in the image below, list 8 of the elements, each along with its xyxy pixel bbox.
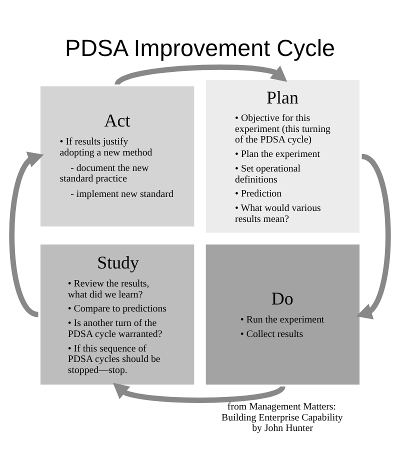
node-box: Plan • Objective for this experiment (this turning of the PDSA cycle) • Plan the experiment • Set operational definitions • Prediction • What would various results mean? xyxy=(204,78,362,234)
label: from Management Matters: Building Enterprise Capability by John Hunter xyxy=(222,401,343,434)
node-box: Act • If results justify adopting a new method - document the new standard practice - implement new standard xyxy=(38,84,196,228)
node-box: Do • Run the experiment • Collect results xyxy=(204,242,362,386)
arrow xyxy=(115,64,288,86)
node-box: Study • Review the results, what did we learn? • Compare to predictions • Is another turn of the PDSA cycle warranted? • If this sequence of PDSA cycles should be stopped—stop. xyxy=(38,242,196,386)
arrow xyxy=(9,151,44,317)
diagram-title: PDSA Improvement Cycle xyxy=(64,34,336,60)
